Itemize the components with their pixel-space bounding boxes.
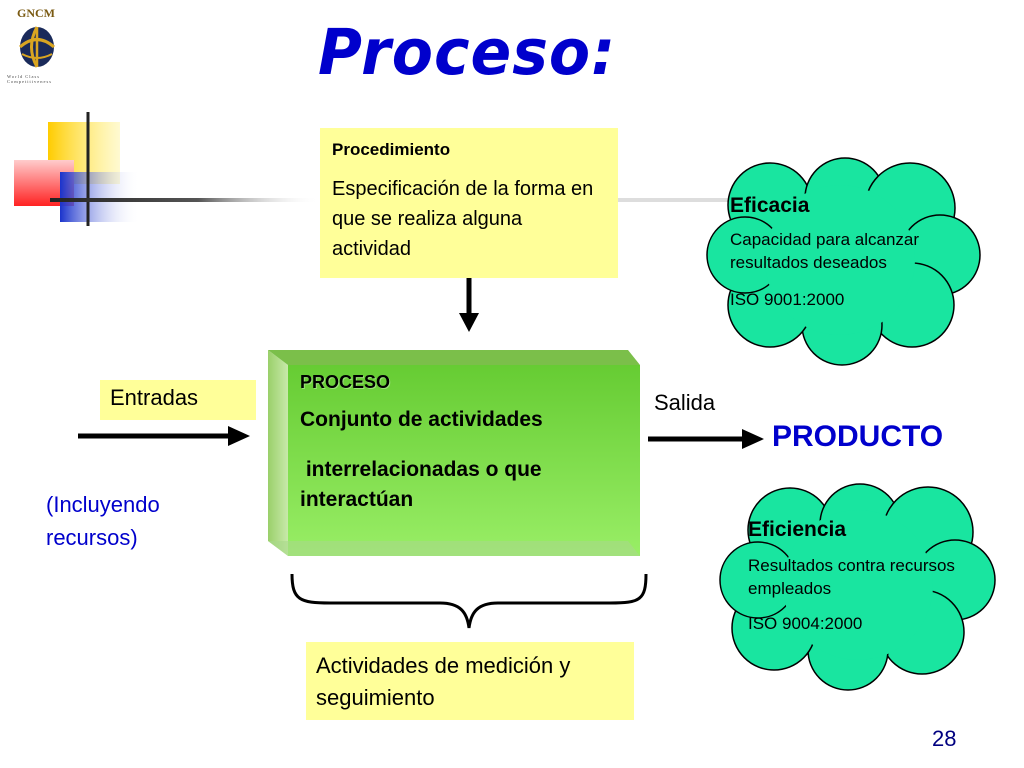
eficacia-iso: ISO 9001:2000 — [730, 290, 845, 309]
eficiencia-title: Eficiencia — [748, 518, 847, 541]
medicion-box: Actividades de medición y seguimiento — [306, 642, 634, 720]
cloud-eficiencia — [719, 483, 996, 691]
eficiencia-description: Resultados contra recursos empleados — [748, 556, 955, 598]
procedimiento-heading: Procedimiento — [332, 140, 451, 159]
globe-icon — [19, 26, 55, 68]
page-number: 28 — [932, 726, 957, 751]
eficacia-description: Capacidad para alcanzar resultados desea… — [730, 230, 920, 272]
eficiencia-iso: ISO 9004:2000 — [748, 614, 863, 633]
gncm-logo: GNCM World Class Competitiveness — [4, 4, 66, 84]
proceso-line-1: Conjunto de actividades — [300, 408, 543, 431]
eficiencia-text: Eficiencia Resultados contra recursos em… — [748, 518, 998, 634]
logo-subtext: World Class Competitiveness — [7, 74, 52, 84]
arrow-procedimiento-to-proceso — [459, 278, 479, 332]
logo-text: GNCM — [17, 6, 55, 20]
arrow-salida — [648, 429, 764, 449]
brace — [290, 573, 648, 629]
cloud-eficacia — [706, 157, 981, 366]
producto-label: PRODUCTO — [772, 420, 944, 453]
page-title: Proceso: — [318, 16, 617, 90]
proceso-heading: PROCESO — [300, 372, 391, 392]
entradas-label: Entradas — [100, 380, 256, 420]
arrow-entradas — [78, 426, 250, 446]
eficacia-text: Eficacia Capacidad para alcanzar resulta… — [730, 194, 990, 310]
proceso-box — [268, 350, 640, 556]
decorative-squares — [14, 112, 728, 226]
proceso-line-2: interrelacionadas o que interactúan — [300, 458, 548, 511]
procedimiento-box: Procedimiento Especificación de la forma… — [320, 128, 618, 278]
salida-label: Salida — [654, 390, 716, 415]
procedimiento-description: Especificación de la forma en que se rea… — [332, 178, 594, 260]
proceso-definition: Conjunto de actividades interrelacionada… — [300, 405, 638, 515]
incluyendo-recursos-label: (Incluyendo recursos) — [46, 492, 160, 550]
proceso-text: PROCESO Conjunto de actividades interrel… — [300, 372, 638, 515]
eficacia-title: Eficacia — [730, 194, 810, 217]
